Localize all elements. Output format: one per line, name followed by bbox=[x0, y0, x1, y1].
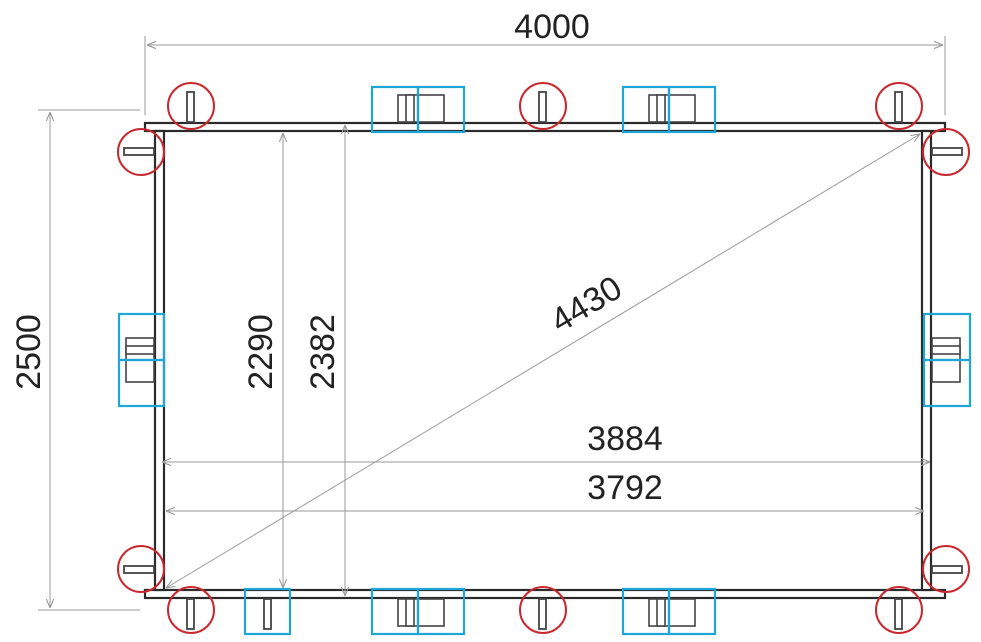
dimension-labels: 4000 2500 2290 2382 4430 3884 3792 bbox=[10, 8, 663, 507]
circle-marker-icon bbox=[922, 545, 970, 593]
square-marker-icon bbox=[416, 85, 466, 134]
square-marker-icon bbox=[243, 587, 292, 636]
square-marker-icon bbox=[117, 358, 166, 408]
overall-height-label: 2500 bbox=[10, 314, 48, 390]
bottom-beam bbox=[143, 588, 947, 600]
square-marker-icon bbox=[667, 85, 717, 134]
bracket bbox=[125, 345, 155, 355]
bracket bbox=[397, 598, 445, 627]
square-marker-icon bbox=[667, 587, 717, 636]
circle-marker-icon bbox=[922, 128, 970, 176]
dimension-lines bbox=[38, 36, 946, 611]
post bbox=[123, 147, 155, 156]
bracket bbox=[656, 94, 666, 123]
diagonal-dimension-line bbox=[166, 134, 920, 588]
bracket bbox=[648, 94, 696, 123]
bracket bbox=[405, 94, 415, 123]
post bbox=[894, 91, 903, 123]
posts bbox=[123, 91, 963, 630]
circle-marker-icon bbox=[117, 128, 165, 176]
inner-width-3792-label: 3792 bbox=[587, 469, 663, 507]
bracket bbox=[931, 345, 961, 355]
square-markers bbox=[117, 85, 972, 636]
post bbox=[123, 565, 155, 574]
inner-width-3884-label: 3884 bbox=[587, 420, 663, 458]
circle-marker-icon bbox=[167, 82, 215, 130]
square-marker-icon bbox=[416, 587, 466, 636]
circle-marker-icon bbox=[167, 586, 215, 634]
inner-height-2290-label: 2290 bbox=[242, 314, 280, 390]
post bbox=[186, 91, 195, 123]
square-marker-icon bbox=[922, 358, 972, 408]
post bbox=[263, 598, 272, 630]
inner-height-2382-label: 2382 bbox=[304, 314, 342, 390]
bracket bbox=[656, 598, 666, 627]
circle-markers bbox=[117, 82, 970, 634]
circle-marker-icon bbox=[875, 586, 923, 634]
post bbox=[931, 565, 963, 574]
diagonal-label: 4430 bbox=[544, 269, 628, 341]
top-beam bbox=[143, 121, 947, 133]
circle-marker-icon bbox=[519, 586, 567, 634]
post bbox=[931, 147, 963, 156]
bracket bbox=[648, 598, 696, 627]
circle-marker-icon bbox=[117, 545, 165, 593]
post bbox=[186, 598, 195, 630]
circle-marker-icon bbox=[519, 82, 567, 130]
post bbox=[538, 598, 547, 630]
bracket bbox=[405, 598, 415, 627]
bracket bbox=[397, 94, 445, 123]
post bbox=[538, 91, 547, 123]
post bbox=[894, 598, 903, 630]
circle-marker-icon bbox=[875, 82, 923, 130]
overall-width-label: 4000 bbox=[514, 8, 590, 46]
